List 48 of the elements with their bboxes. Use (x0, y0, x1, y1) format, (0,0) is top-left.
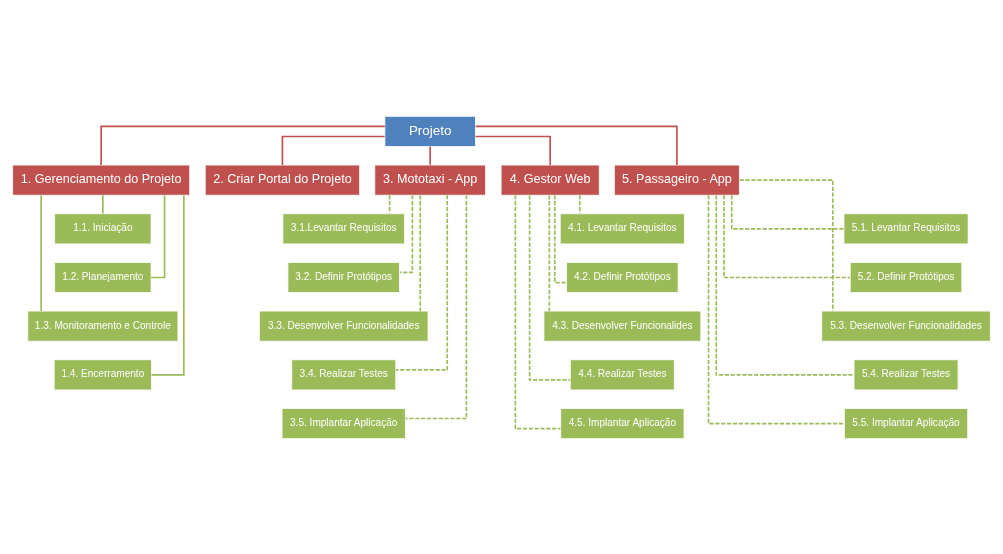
connector (404, 194, 468, 419)
node-box: 1. Gerenciamento do Projeto (12, 164, 191, 196)
node-box: 3.3. Desenvolver Funcionalidades (258, 310, 429, 342)
connector (150, 194, 185, 376)
node-box: 3.1.Levantar Requisitos (282, 212, 405, 244)
connector (429, 145, 431, 166)
connector (474, 125, 678, 166)
node-box: 1.1. Iniciação (54, 212, 152, 244)
node-box: 5.4. Realizar Testes (853, 358, 959, 390)
connector (578, 193, 581, 214)
node-box: 4. Gestor Web (500, 164, 600, 196)
connector (394, 194, 449, 371)
node-box: 1.2. Planejamento (54, 261, 152, 293)
node-box: 4.3. Desenvolver Funcionalides (543, 310, 702, 342)
connector (514, 193, 562, 429)
connector (723, 194, 851, 278)
connector (398, 194, 414, 273)
node-box: 4.1. Levantar Requisitos (559, 212, 685, 244)
node-box: Projeto (384, 115, 476, 147)
node-box: 1.3. Monitoramento e Controle (27, 310, 179, 342)
node-box: 1.4. Encerramento (53, 358, 152, 390)
node-box: 3.5. Implantar Aplicação (281, 407, 406, 439)
node-box: 3.2. Definir Protótipos (287, 261, 400, 293)
connector (102, 193, 104, 214)
connector (281, 135, 386, 166)
connector (474, 135, 551, 166)
connector (730, 193, 845, 230)
connector (419, 194, 422, 312)
connector (715, 194, 855, 376)
connector (707, 194, 845, 424)
connector (553, 193, 568, 283)
node-box: 4.4. Realizar Testes (569, 358, 675, 390)
node-box: 3. Mototaxi - App (374, 164, 486, 196)
connector (40, 194, 42, 312)
connector (100, 125, 386, 166)
connector (548, 194, 551, 312)
node-box: 3.4. Realizar Testes (291, 358, 397, 390)
connector (528, 194, 572, 381)
connector (738, 178, 834, 312)
node-box: 4.2. Definir Protótipos (566, 261, 679, 293)
node-box: 5.3. Desenvolver Funcionalidades (821, 310, 991, 342)
node-box: 5.5. Implantar Aplicação (843, 407, 969, 439)
node-box: 5. Passageiro - App (613, 164, 740, 196)
node-box: 5.1. Levantar Requisitos (843, 212, 969, 244)
connector (388, 193, 391, 214)
node-box: 2. Criar Portal do Projeto (204, 164, 361, 196)
node-box: 4.5. Implantar Aplicação (560, 407, 685, 439)
node-box: 5.2. Definir Protótipos (849, 261, 963, 293)
